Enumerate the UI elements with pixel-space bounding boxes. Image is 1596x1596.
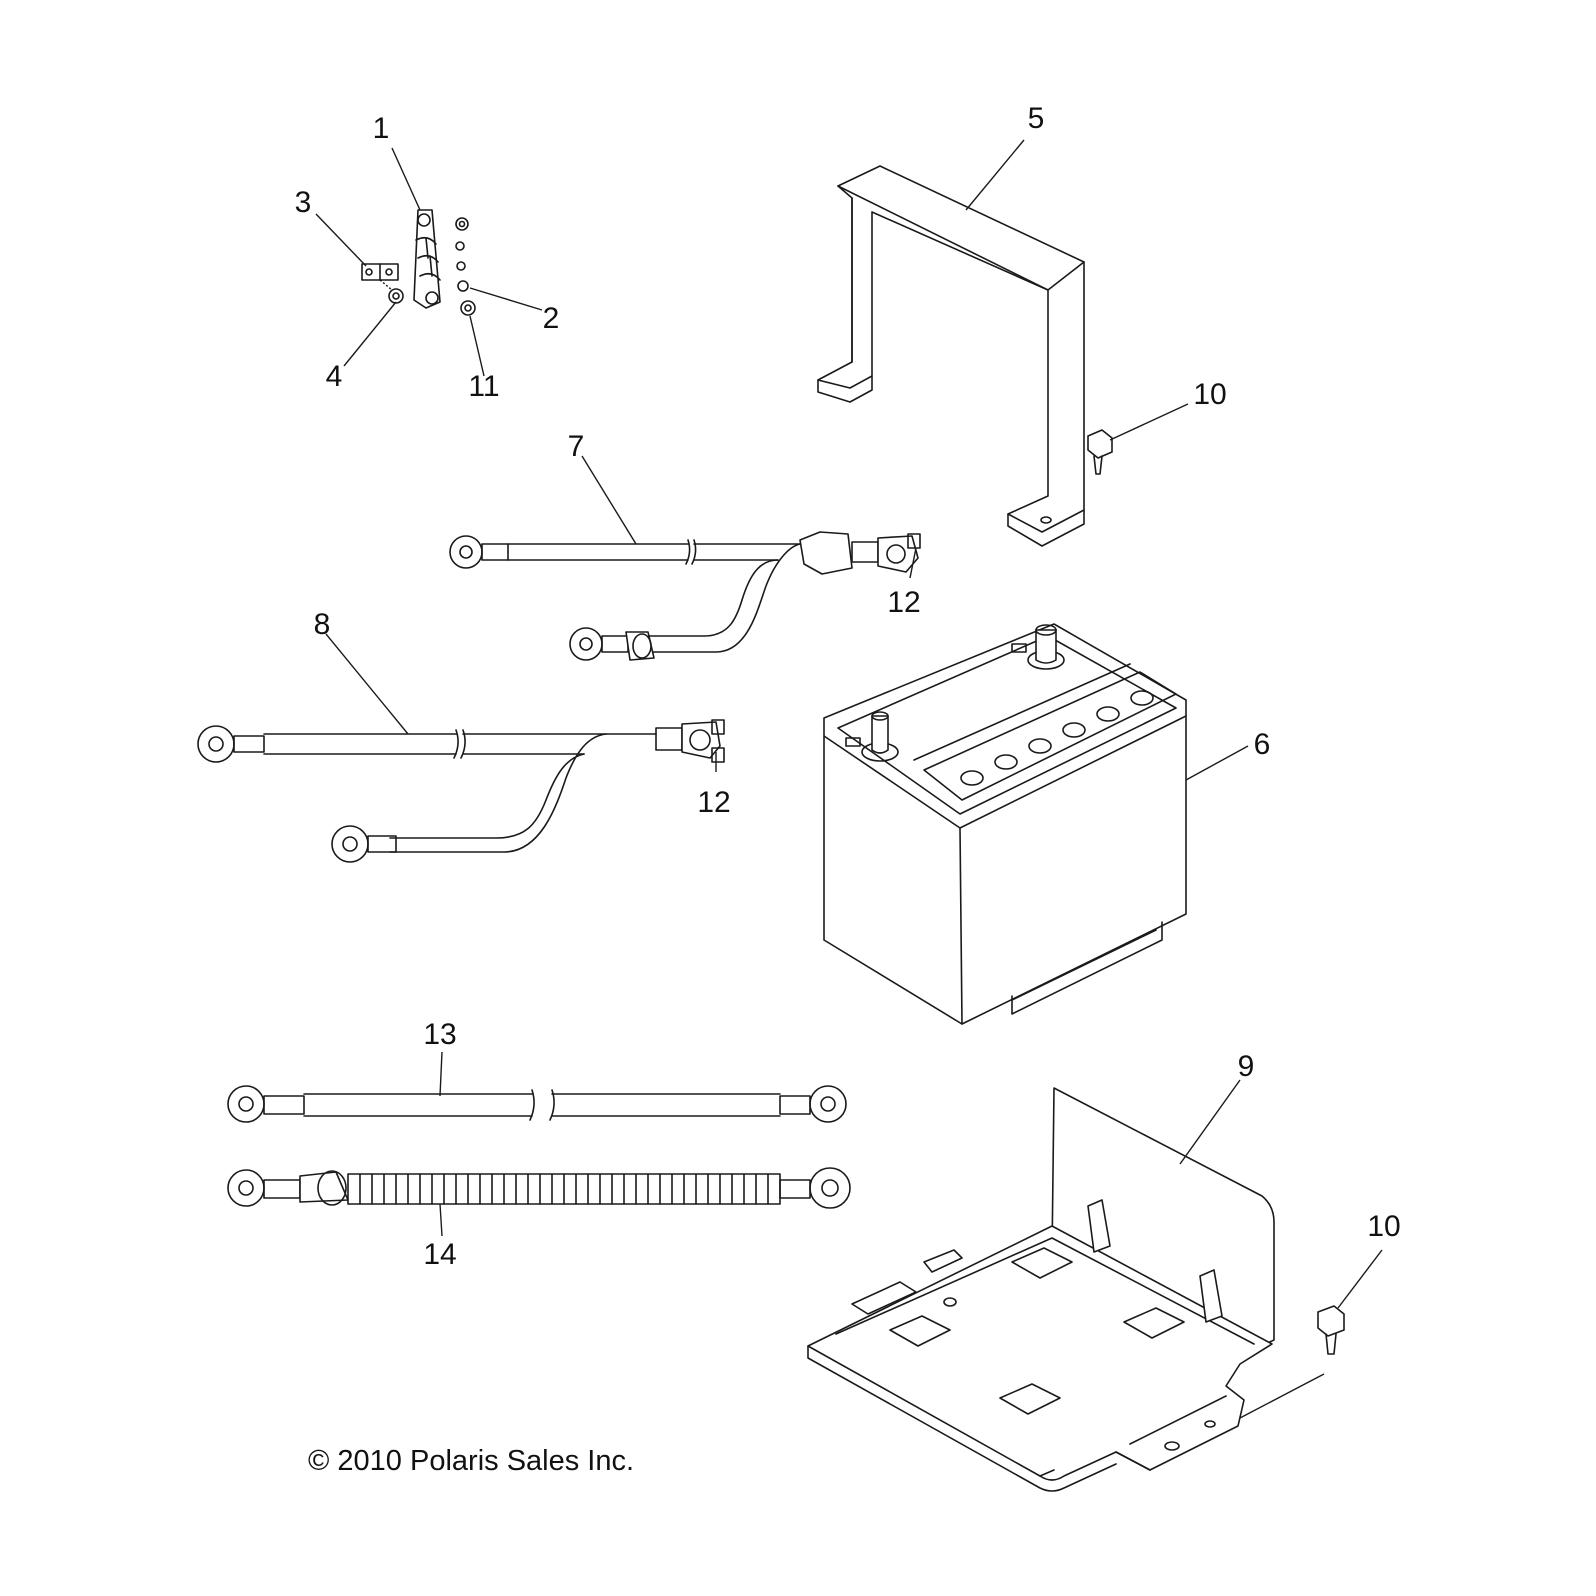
callout-13: 13 (423, 1018, 456, 1051)
nut-set-part-2 (455, 217, 469, 292)
callout-5: 5 (1028, 102, 1045, 135)
callout-12-lower: 12 (697, 786, 730, 819)
callout-8: 8 (314, 608, 331, 641)
screw-part-10-lower (1317, 1305, 1345, 1355)
cable-part-14 (227, 1167, 851, 1209)
callout-11: 11 (468, 370, 499, 403)
callout-12-upper: 12 (887, 586, 920, 619)
nut-part-11 (460, 300, 476, 316)
hold-down-bracket-part-5 (817, 165, 1085, 547)
leader-lines (315, 139, 1383, 1419)
cable-assembly-part-7 (449, 531, 921, 661)
callout-3: 3 (295, 186, 312, 219)
clip-part-3 (361, 263, 399, 291)
screw-part-10-upper (1087, 429, 1113, 475)
callout-10-lower: 10 (1367, 1210, 1400, 1243)
callout-9: 9 (1238, 1050, 1255, 1083)
callout-4: 4 (326, 360, 343, 393)
battery-tray-part-9 (807, 1087, 1275, 1492)
callout-6: 6 (1254, 728, 1271, 761)
battery-part-6 (823, 623, 1187, 1025)
callout-2: 2 (543, 302, 560, 335)
terminal-block-part-1 (413, 209, 441, 309)
nut-part-4 (388, 288, 404, 304)
callout-10-upper: 10 (1193, 378, 1226, 411)
callout-14: 14 (423, 1238, 456, 1271)
cable-assembly-part-8 (197, 719, 725, 863)
callout-1: 1 (373, 112, 390, 145)
copyright-notice: © 2010 Polaris Sales Inc. (308, 1445, 634, 1477)
cable-part-13 (227, 1085, 847, 1123)
callout-labels: 1 2 3 4 5 6 7 8 9 10 10 11 12 12 13 14 (295, 102, 1401, 1271)
callout-7: 7 (568, 430, 585, 463)
